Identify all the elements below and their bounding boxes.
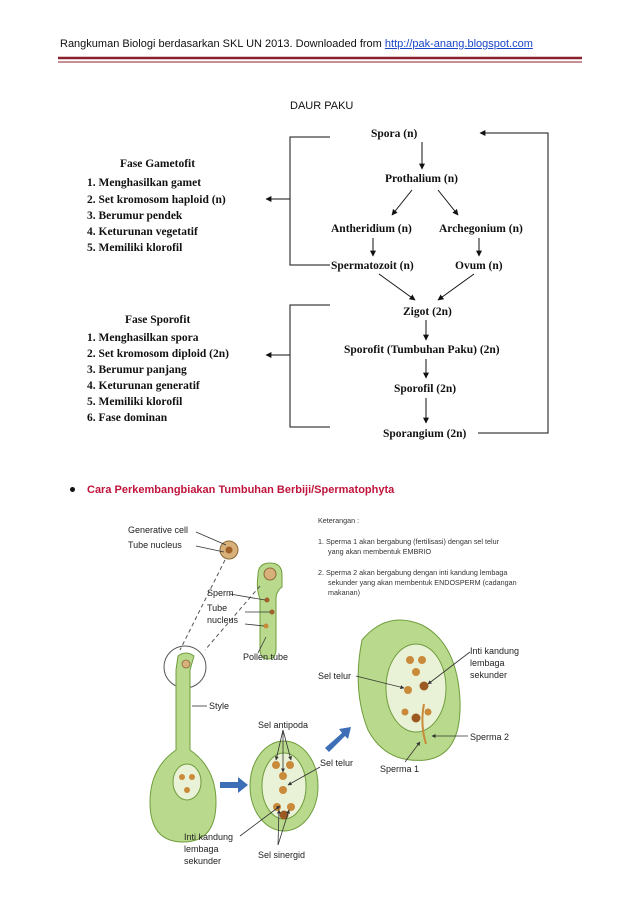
label-tube-nucleus: Tube nucleus — [128, 540, 182, 550]
blue-arrow-1 — [220, 777, 248, 793]
label-sperm: Sperm — [207, 588, 234, 598]
keterangan-box: Keterangan : 1. Sperma 1 akan bergabung … — [318, 516, 517, 597]
keterangan-2-line-2: sekunder yang akan membentuk ENDOSPERM (… — [328, 578, 517, 587]
label-nucleus: nucleus — [207, 615, 239, 625]
label-sperma-2: Sperma 2 — [470, 732, 509, 742]
node-ovum: Ovum (n) — [455, 260, 503, 272]
label-inti-kandung-right-3: sekunder — [470, 670, 507, 680]
gametofit-item-2: 2. Set kromosom haploid (n) — [87, 194, 226, 206]
gametofit-heading: Fase Gametofit — [120, 158, 195, 170]
node-sporangium: Sporangium (2n) — [383, 428, 467, 440]
keterangan-1-line-2: yang akan membentuk EMBRIO — [328, 547, 431, 556]
pollen-grain — [219, 540, 239, 560]
header-rule — [58, 56, 582, 63]
label-sel-telur-right: Sel telur — [318, 671, 351, 681]
label-inti-kandung-left-3: sekunder — [184, 856, 221, 866]
sporofit-item-4: 4. Keturunan generatif — [87, 380, 200, 392]
pollen-tube — [256, 562, 283, 660]
bullet-dot-icon — [70, 486, 75, 492]
ovule-right — [357, 619, 461, 761]
label-inti-kandung-right-2: lembaga — [470, 658, 505, 668]
bullet-spermatophyta: Cara Perkembangbiakan Tumbuhan Berbiji/S… — [70, 484, 394, 496]
label-tube: Tube — [207, 603, 227, 613]
bullet-text: Cara Perkembangbiakan Tumbuhan Berbiji/S… — [87, 484, 395, 496]
keterangan-2-line-1: 2. Sperma 2 akan bergabung dengan inti k… — [318, 568, 507, 577]
page-header: Rangkuman Biologi berdasarkan SKL UN 201… — [60, 38, 533, 50]
label-style: Style — [209, 701, 229, 711]
pistil — [149, 652, 217, 843]
keterangan-2-line-3: makanan) — [328, 588, 360, 597]
label-sel-telur-left: Sel telur — [320, 758, 353, 768]
node-spora: Spora (n) — [371, 128, 417, 140]
sporofit-item-3: 3. Berumur panjang — [87, 364, 187, 376]
sporofit-bracket — [289, 304, 330, 428]
label-sel-antipoda: Sel antipoda — [258, 720, 308, 730]
label-sel-sinergid: Sel sinergid — [258, 850, 305, 860]
label-generative-cell: Generative cell — [128, 525, 188, 535]
gametofit-item-1: 1. Menghasilkan gamet — [87, 177, 201, 189]
header-link[interactable]: http://pak-anang.blogspot.com — [384, 38, 533, 50]
node-zigot: Zigot (2n) — [403, 306, 452, 318]
diagram-title: DAUR PAKU — [290, 100, 354, 112]
node-spermatozoit: Spermatozoit (n) — [331, 260, 414, 272]
keterangan-heading: Keterangan : — [318, 516, 359, 525]
label-inti-kandung-left-1: Inti kandung — [184, 832, 233, 842]
node-antheridium: Antheridium (n) — [331, 223, 412, 235]
gametofit-item-5: 5. Memiliki klorofil — [87, 242, 182, 254]
blue-arrow-2 — [325, 727, 351, 752]
label-inti-kandung-right-1: Inti kandung — [470, 646, 519, 656]
gametofit-item-3: 3. Berumur pendek — [87, 210, 183, 222]
node-prothalium: Prothalium (n) — [385, 173, 458, 185]
label-inti-kandung-left-2: lembaga — [184, 844, 219, 854]
label-pollen-tube: Pollen tube — [243, 652, 288, 662]
header-text: Rangkuman Biologi berdasarkan SKL UN 201… — [60, 38, 385, 50]
label-sperma-1: Sperma 1 — [380, 764, 419, 774]
keterangan-1-line-1: 1. Sperma 1 akan bergabung (fertilisasi)… — [318, 537, 500, 546]
node-archegonium: Archegonium (n) — [439, 223, 523, 235]
sporofit-item-2: 2. Set kromosom diploid (2n) — [87, 348, 229, 360]
node-sporofil: Sporofil (2n) — [394, 383, 456, 395]
sporofit-item-1: 1. Menghasilkan spora — [87, 332, 199, 344]
sporofit-item-5: 5. Memiliki klorofil — [87, 396, 182, 408]
ovule-middle — [249, 740, 319, 832]
gametofit-item-4: 4. Keturunan vegetatif — [87, 226, 198, 238]
sporofit-item-6: 6. Fase dominan — [87, 412, 168, 424]
node-sporofit: Sporofit (Tumbuhan Paku) (2n) — [344, 344, 500, 356]
sporofit-heading: Fase Sporofit — [125, 314, 190, 326]
gametofit-bracket — [289, 136, 330, 266]
